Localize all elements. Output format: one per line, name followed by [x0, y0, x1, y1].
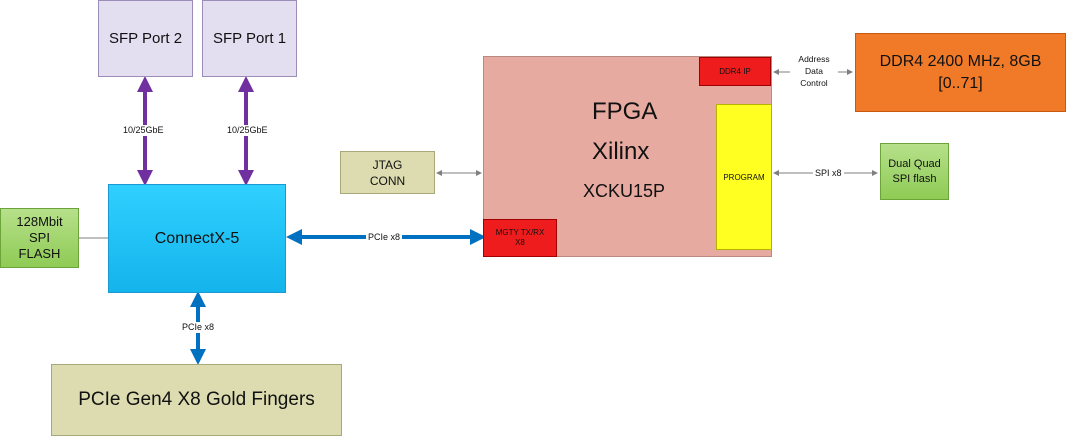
ddr-bus-control: Control: [800, 78, 828, 88]
sfp2-link-label: 10/25GbE: [121, 125, 166, 136]
jtag-connector: JTAG CONN: [340, 151, 435, 194]
mgty-line-1: MGTY TX/RX: [495, 228, 545, 237]
dual-quad-spi-flash: Dual Quad SPI flash: [880, 143, 949, 200]
pcie-host-label: PCIe x8: [180, 322, 217, 333]
jtag-line-2: CONN: [369, 173, 406, 188]
fpga-part-number: XCKU15P: [583, 181, 666, 201]
mgty-line-2: X8: [515, 238, 525, 247]
connectx-5-block: ConnectX-5: [108, 184, 286, 293]
sfp-port-1: SFP Port 1: [202, 0, 297, 77]
ddr4-memory-block: DDR4 2400 MHz, 8GB [0..71]: [855, 33, 1066, 112]
ddr4-line-1: DDR4 2400 MHz, 8GB: [879, 52, 1042, 70]
ddr-bus-data: Data: [805, 66, 823, 76]
spi-bus-label: SPI x8: [813, 168, 844, 179]
ddr-bus-address: Address: [798, 54, 830, 64]
ddr-bus-label: Address Data Control: [790, 53, 838, 89]
spi-flash-128mbit: 128Mbit SPI FLASH: [0, 208, 79, 268]
dual-spi-line-2: SPI flash: [892, 172, 937, 185]
sfp-port-2: SFP Port 2: [98, 0, 193, 77]
mgty-transceiver-block: MGTY TX/RX X8: [483, 219, 557, 257]
sfp1-link-label: 10/25GbE: [225, 125, 270, 136]
pcie-gold-fingers: PCIe Gen4 X8 Gold Fingers: [51, 364, 342, 436]
ddr4-ip-label: DDR4 IP: [719, 67, 751, 76]
ddr4-ip-block: DDR4 IP: [699, 57, 771, 86]
spi-flash-line-2: SPI: [29, 230, 50, 245]
sfp-port-2-label: SFP Port 2: [108, 30, 183, 47]
fpga-vendor: Xilinx: [592, 138, 650, 165]
sfp-port-1-label: SFP Port 1: [212, 30, 287, 47]
jtag-line-1: JTAG: [372, 157, 403, 172]
program-block: PROGRAM: [716, 104, 772, 250]
program-label: PROGRAM: [723, 172, 765, 182]
ddr4-line-2: [0..71]: [938, 74, 983, 92]
fpga-title: FPGA: [592, 98, 658, 125]
spi-flash-line-1: 128Mbit: [16, 214, 63, 229]
dual-spi-line-1: Dual Quad: [888, 157, 941, 170]
spi-flash-line-3: FLASH: [18, 246, 61, 261]
pcie-gold-fingers-label: PCIe Gen4 X8 Gold Fingers: [78, 389, 315, 410]
pcie-fpga-label: PCIe x8: [366, 232, 403, 243]
connectx-5-label: ConnectX-5: [154, 229, 240, 247]
